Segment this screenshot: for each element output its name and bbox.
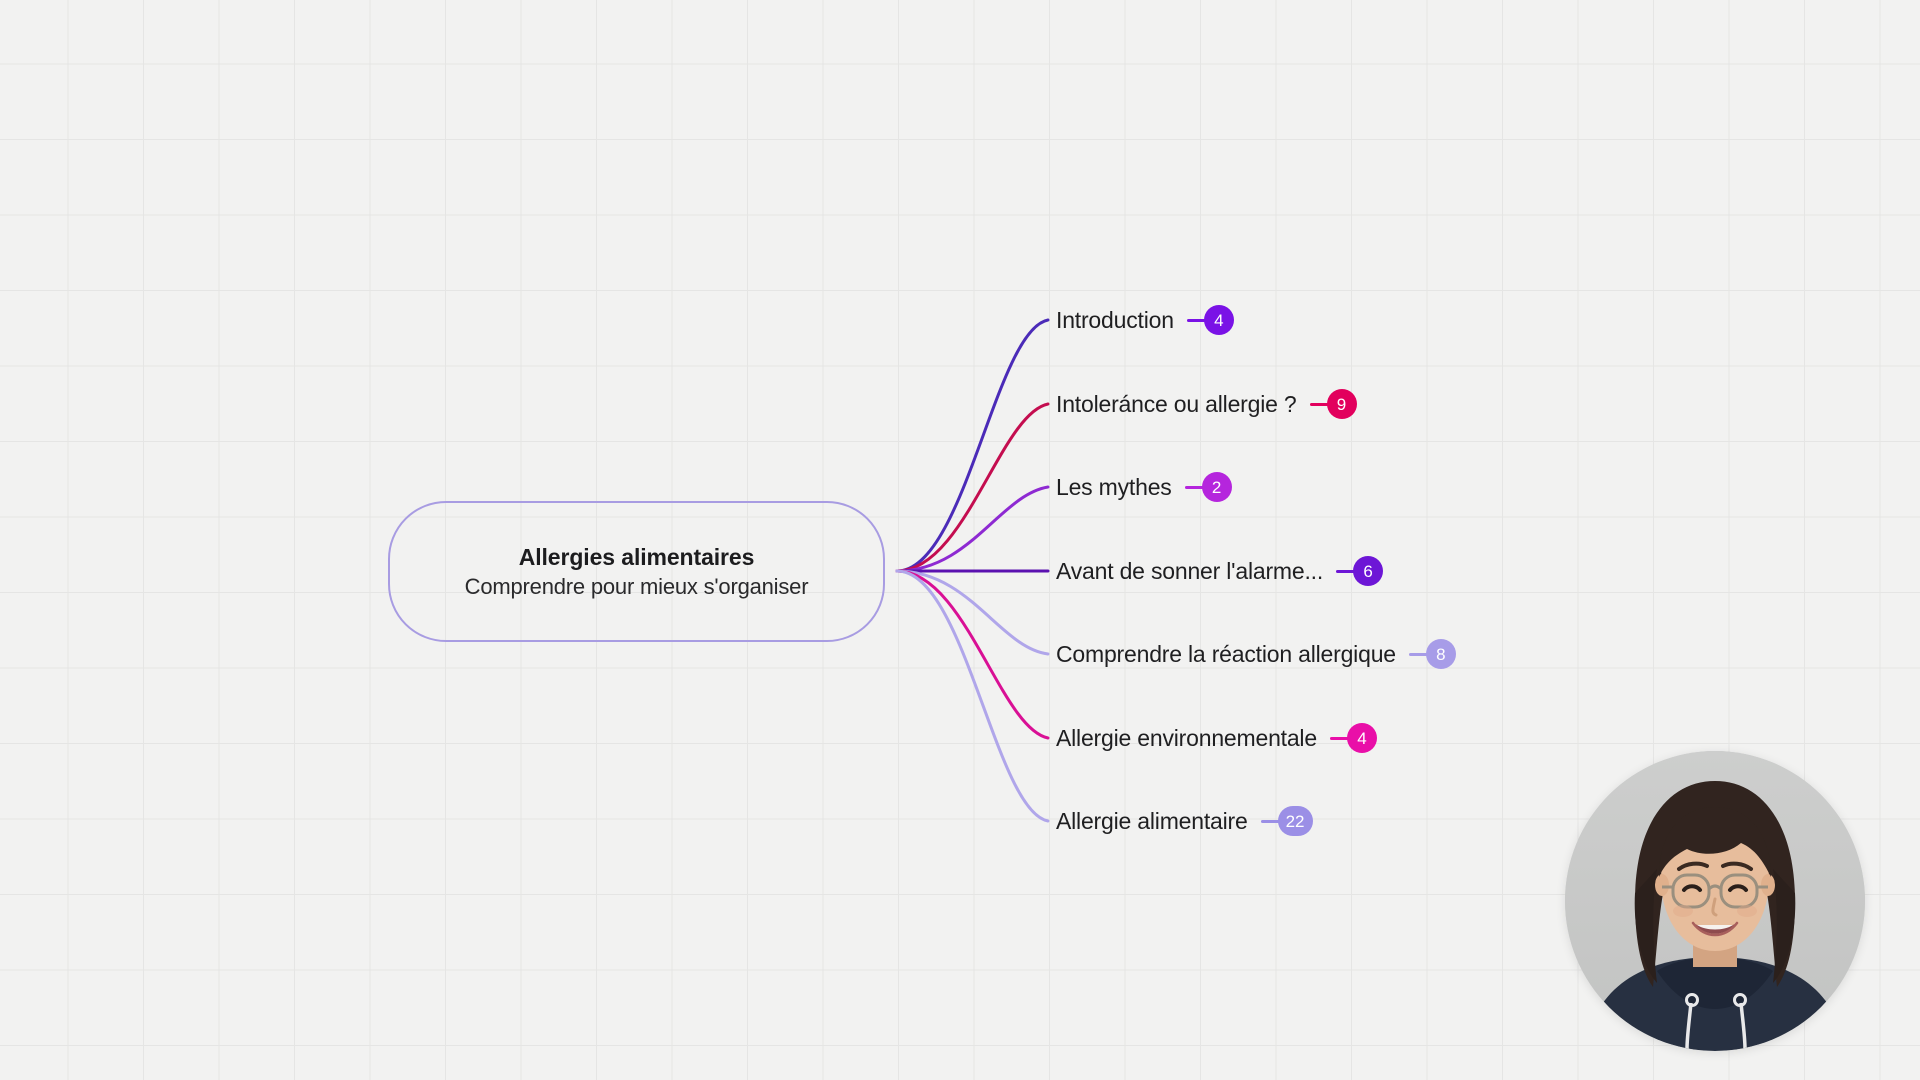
branch-label: Introduction [1056, 306, 1174, 333]
branch-item[interactable]: Introduction 4 [1056, 300, 1234, 340]
branch-connector-stub [1336, 569, 1357, 573]
branch-count-badge[interactable]: 8 [1425, 639, 1456, 669]
branch-count-badge[interactable]: 4 [1346, 723, 1377, 753]
branch-connector-stub [1184, 485, 1205, 489]
edge-alimentaire [895, 569, 1050, 823]
edge-introduction [895, 318, 1050, 573]
branch-label: Allergie environnementale [1056, 724, 1317, 751]
presenter-video-bubble[interactable] [1565, 751, 1865, 1051]
branch-item[interactable]: Comprendre la réaction allergique 8 [1056, 634, 1456, 674]
center-node[interactable]: Allergies alimentaires Comprendre pour m… [388, 501, 885, 642]
branch-label: Avant de sonner l'alarme... [1056, 557, 1324, 584]
branch-item[interactable]: Intoleránce ou allergie ? 9 [1056, 384, 1357, 424]
branch-connector-stub [1186, 318, 1207, 322]
branch-connector-stub [1309, 402, 1330, 406]
branch-item[interactable]: Les mythes 2 [1056, 467, 1232, 507]
edge-intolerance [895, 402, 1050, 573]
edge-comprendre [895, 569, 1050, 656]
branch-count-badge[interactable]: 4 [1203, 305, 1234, 335]
branch-item[interactable]: Avant de sonner l'alarme... 6 [1056, 551, 1384, 591]
branch-count-badge[interactable]: 2 [1201, 472, 1232, 502]
branch-item[interactable]: Allergie alimentaire 22 [1056, 801, 1313, 841]
branch-connector-stub [1260, 819, 1281, 823]
branch-connector-stub [1408, 652, 1429, 656]
branch-count-badge[interactable]: 22 [1277, 806, 1313, 836]
presenter-avatar [1565, 751, 1865, 1051]
center-node-title: Allergies alimentaires [518, 543, 755, 570]
center-node-subtitle: Comprendre pour mieux s'organiser [464, 573, 809, 599]
branch-count-badge[interactable]: 9 [1326, 389, 1357, 419]
branch-label: Comprendre la réaction allergique [1056, 640, 1396, 667]
branch-item[interactable]: Allergie environnementale 4 [1056, 718, 1377, 758]
branch-label: Intoleránce ou allergie ? [1056, 390, 1297, 417]
branch-label: Allergie alimentaire [1056, 807, 1248, 834]
branch-count-badge[interactable]: 6 [1353, 556, 1384, 586]
edge-les-mythes [895, 485, 1050, 573]
branch-connector-stub [1329, 736, 1350, 740]
edge-environnementale [895, 569, 1050, 740]
branch-label: Les mythes [1056, 473, 1172, 500]
